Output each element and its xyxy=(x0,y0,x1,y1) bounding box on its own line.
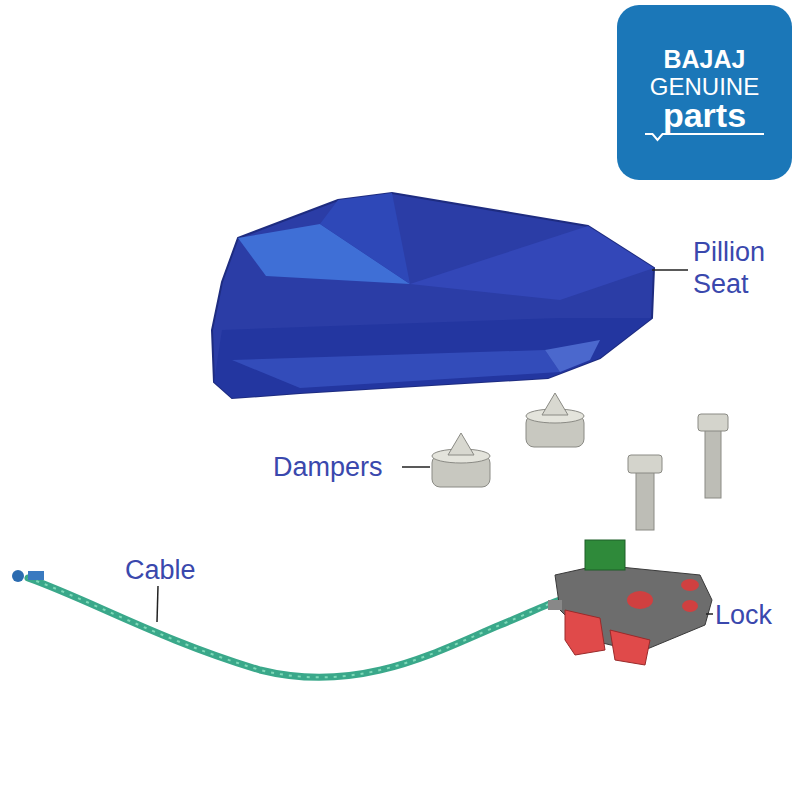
logo-underline xyxy=(617,131,792,145)
lock xyxy=(548,540,712,665)
logo-underline-path xyxy=(645,134,764,140)
leader-line xyxy=(652,269,688,271)
leader-line xyxy=(157,586,158,622)
leader-line xyxy=(706,613,713,615)
pillion-seat xyxy=(212,193,654,398)
part-label: Lock xyxy=(715,599,772,631)
bolt xyxy=(698,414,728,498)
bolt xyxy=(628,455,662,530)
damper xyxy=(432,433,490,487)
damper xyxy=(526,393,584,447)
cable xyxy=(12,570,560,677)
logo-box: BAJAJGENUINEparts xyxy=(617,5,792,180)
logo-text: BAJAJ xyxy=(617,45,792,73)
logo-text: parts xyxy=(617,97,792,133)
leader-line xyxy=(402,466,430,468)
part-label: Dampers xyxy=(273,451,383,483)
part-label: Pillion Seat xyxy=(693,236,789,300)
part-label: Cable xyxy=(125,554,196,586)
